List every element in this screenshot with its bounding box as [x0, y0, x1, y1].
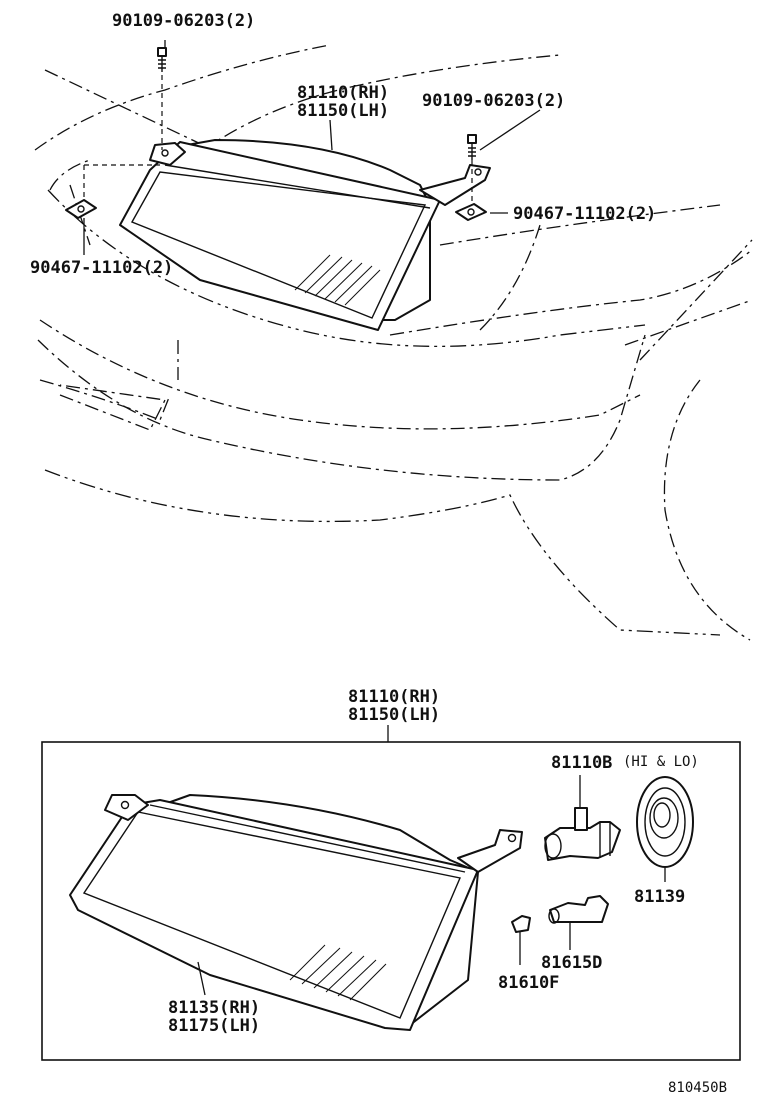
headlamp-assembly-upper[interactable]: [119, 139, 491, 331]
leader-lines-upper: [83, 40, 541, 255]
bolt-part-number-top: 90109-06203(2): [112, 11, 255, 31]
leader-lines-lower: [197, 775, 666, 996]
socket-cover-icon[interactable]: [636, 776, 694, 868]
bulb-main-note: (HI & LO): [623, 754, 699, 770]
diagram-code: 810450B: [668, 1080, 727, 1096]
clip-nut-icon[interactable]: [65, 199, 97, 219]
lens-rh-part-number: 81135(RH): [168, 998, 260, 1018]
halogen-bulb-icon[interactable]: [544, 807, 621, 861]
nut-part-number-right: 90467-11102(2): [513, 204, 656, 224]
bolt-part-number-right: 90109-06203(2): [422, 91, 565, 111]
small-bulb-icon[interactable]: [548, 895, 609, 924]
nut-part-number-left: 90467-11102(2): [30, 258, 173, 278]
clip-nut-icon[interactable]: [455, 203, 487, 221]
lens-lh-part-number: 81175(LH): [168, 1016, 260, 1036]
small-bulb-part-number: 81615D: [541, 953, 602, 973]
assembly-rh-part-number-top: 81110(RH): [297, 83, 389, 103]
assembly-rh-part-number-bottom: 81110(RH): [348, 687, 440, 707]
assembly-lh-part-number-bottom: 81150(LH): [348, 705, 440, 725]
bulb-main-part-number: 81110B: [551, 753, 612, 773]
exploded-view-frame: [41, 741, 741, 1061]
bulb-cap-icon[interactable]: [511, 915, 531, 933]
bolt-icon[interactable]: [467, 134, 477, 160]
assembly-lh-part-number-top: 81150(LH): [297, 101, 389, 121]
lens-hatching-lower: [289, 944, 387, 1001]
vehicle-body-outline: [34, 44, 753, 641]
bolt-icon[interactable]: [157, 47, 167, 72]
bulb-cap-part-number: 81610F: [498, 973, 559, 993]
socket-cover-part-number: 81139: [634, 887, 685, 907]
headlamp-assembly-lower[interactable]: [69, 794, 523, 1031]
lens-hatching-upper: [294, 254, 381, 306]
